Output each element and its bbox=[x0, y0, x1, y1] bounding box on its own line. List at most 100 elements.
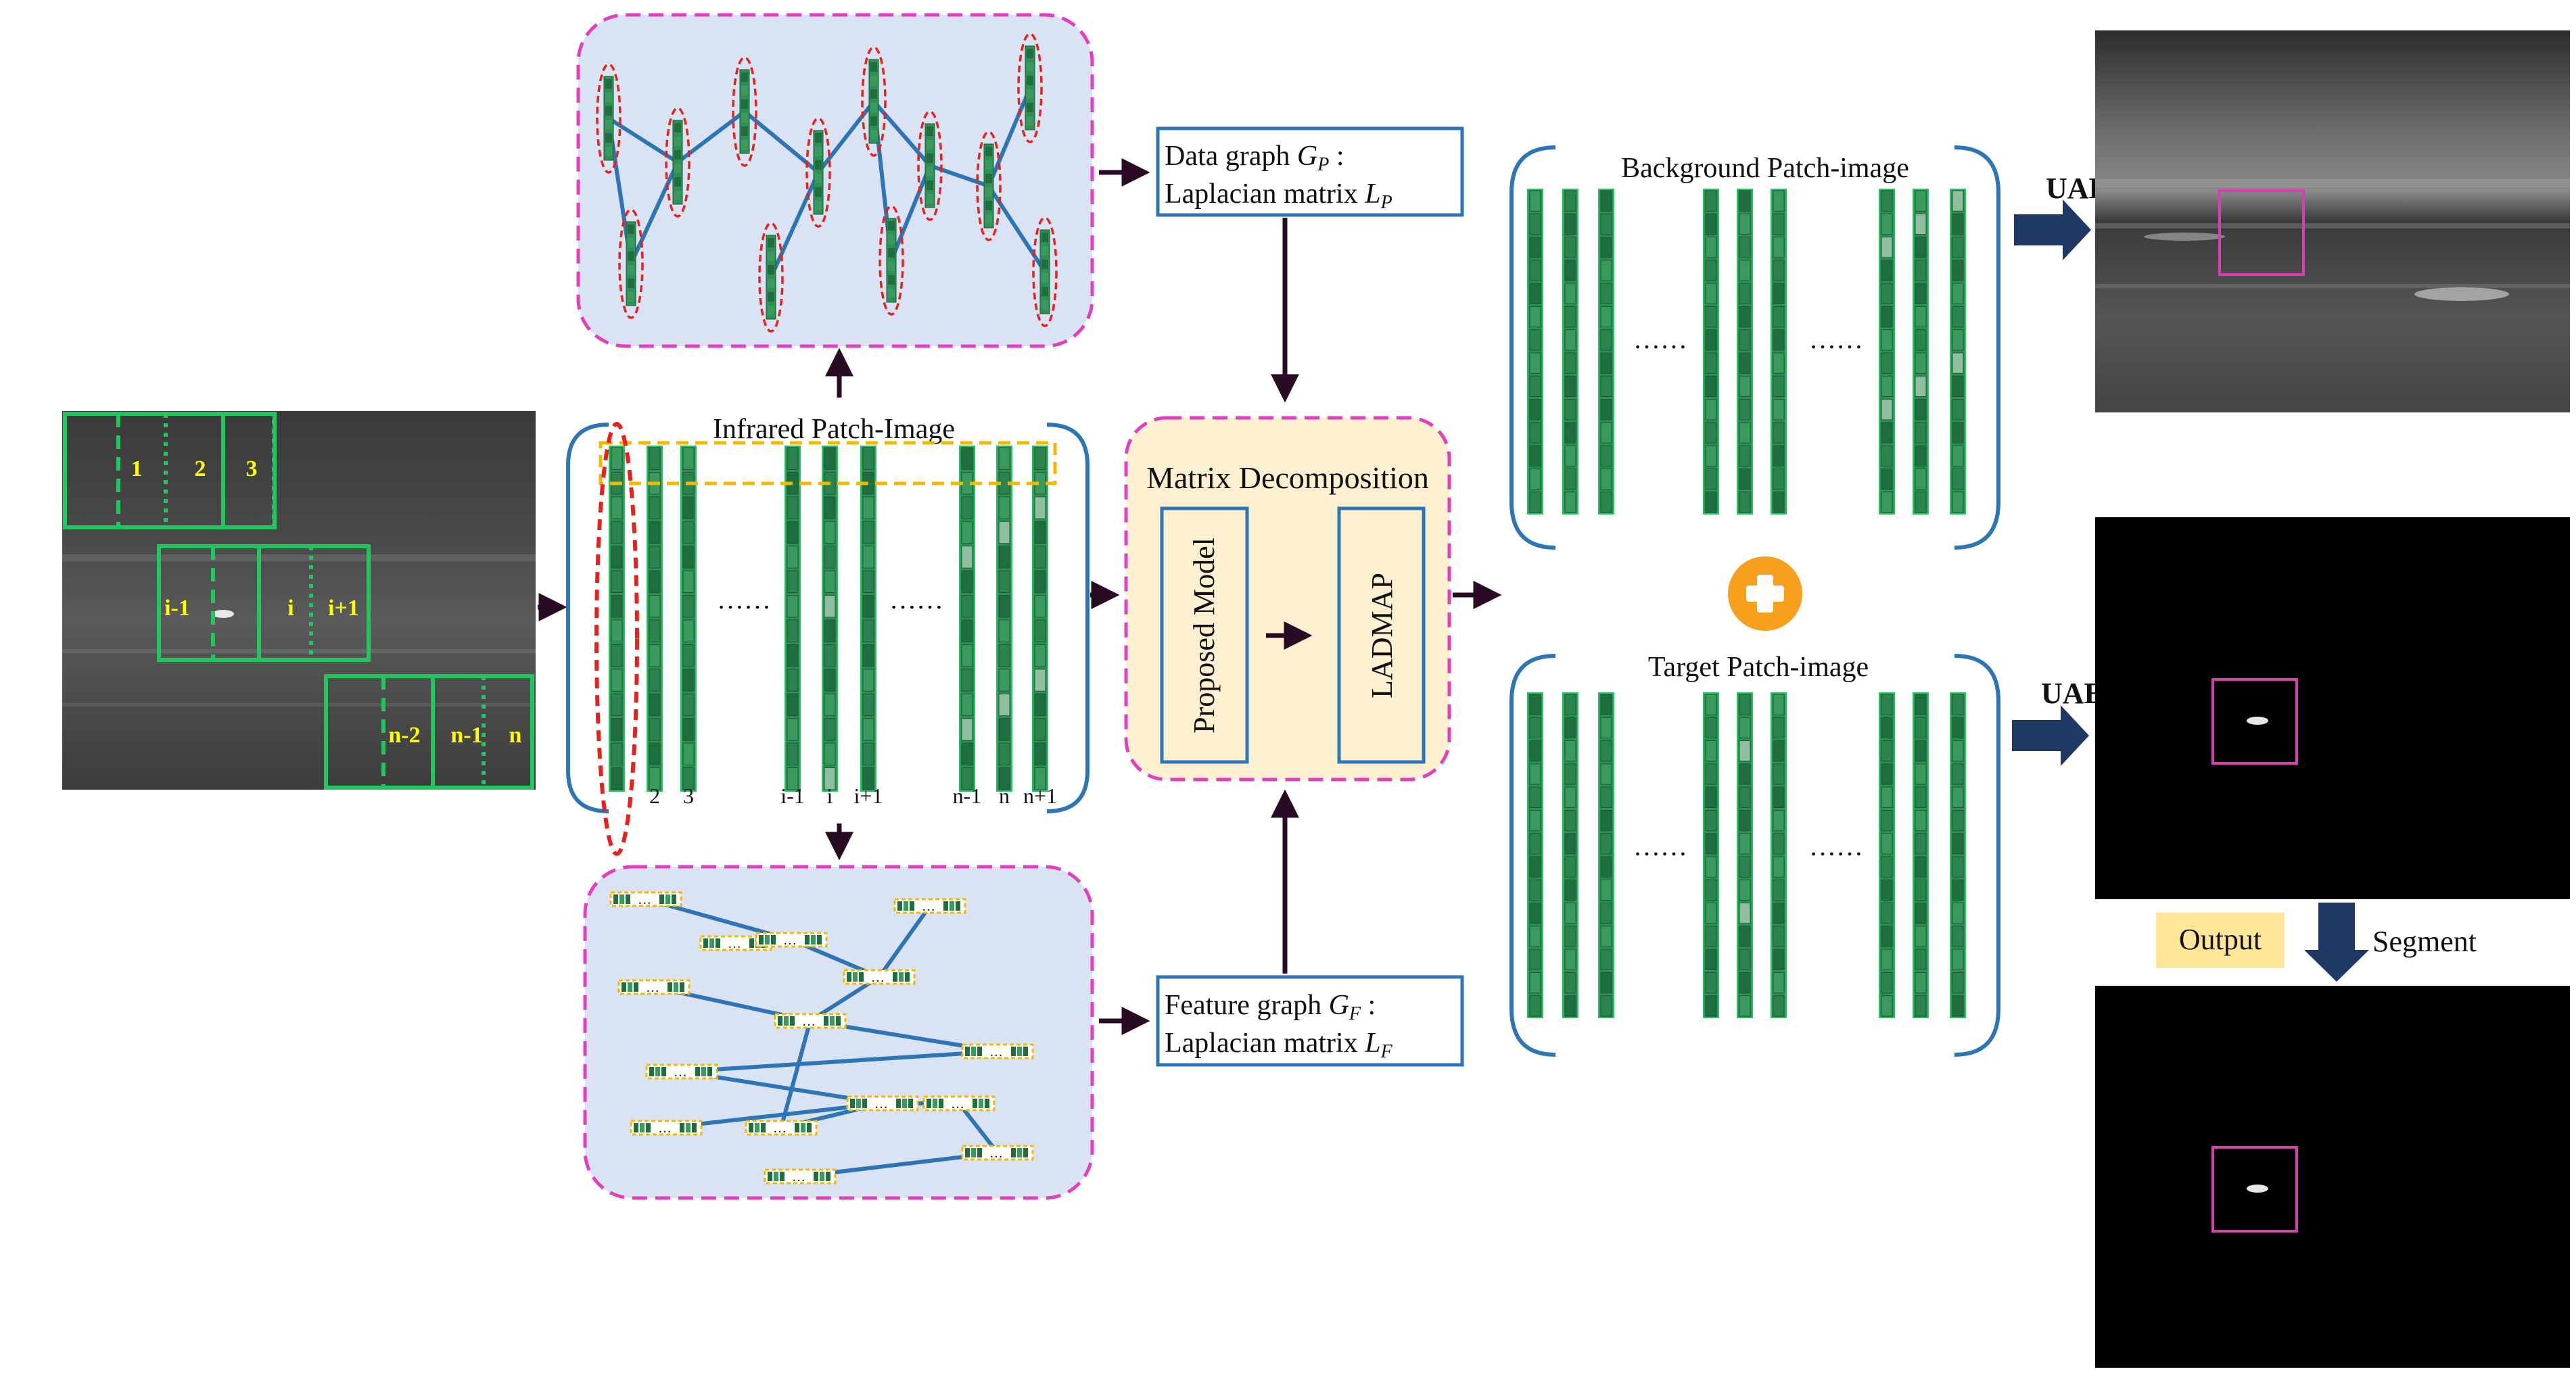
background-patch-column bbox=[1771, 189, 1787, 515]
data-graph-line2: Laplacian matrix LP bbox=[1165, 178, 1392, 213]
infrared-patch-column bbox=[822, 446, 838, 792]
data-graph-node bbox=[976, 130, 1002, 241]
grid-label-n: n bbox=[509, 723, 522, 748]
data-graph-node bbox=[758, 222, 784, 333]
data-graph-nodes bbox=[596, 32, 1058, 333]
horizon-band bbox=[62, 554, 536, 561]
column-highlight-ellipse bbox=[594, 422, 639, 856]
target-patch-column bbox=[1771, 692, 1787, 1018]
background-texture-1 bbox=[2095, 223, 2570, 229]
segment-label: Segment bbox=[2372, 925, 2477, 958]
feature-node-ellipsis: … bbox=[922, 899, 935, 914]
grid-label-1: 1 bbox=[131, 456, 143, 481]
feature-node-ellipsis: … bbox=[638, 892, 651, 907]
infrared-panel-title: Infrared Patch-Image bbox=[713, 414, 955, 445]
background-ellipsis-left: …… bbox=[1633, 324, 1687, 354]
feature-graph-node: … bbox=[755, 932, 828, 948]
feature-node-ellipsis: … bbox=[802, 1014, 816, 1029]
target-result-image bbox=[2095, 517, 2570, 899]
background-patch-columns bbox=[1527, 189, 1966, 515]
data-graph-edge bbox=[929, 164, 989, 188]
proposed-model-box bbox=[1160, 506, 1249, 764]
ellipsis-right: …… bbox=[889, 584, 943, 615]
target-patch-column bbox=[1703, 692, 1719, 1018]
feature-node-ellipsis: … bbox=[874, 1097, 888, 1112]
target-patch-column bbox=[1527, 692, 1543, 1018]
target-ellipsis-left: …… bbox=[1633, 831, 1687, 861]
data-graph-edge bbox=[987, 87, 1032, 187]
col-label-n-plus-1: n+1 bbox=[1023, 784, 1057, 808]
data-graph-node bbox=[917, 110, 943, 221]
target-right-bracket bbox=[1954, 654, 2000, 1057]
segmented-spot bbox=[2247, 1185, 2268, 1193]
grid-label-n-minus-1: n-1 bbox=[450, 723, 482, 748]
feature-graph-edge bbox=[957, 1102, 1000, 1154]
target-panel-title: Target Patch-image bbox=[1648, 652, 1869, 683]
data-graph-panel bbox=[576, 13, 1094, 348]
background-patch-column bbox=[1562, 189, 1578, 515]
patch-grid bbox=[63, 412, 534, 790]
feature-node-ellipsis: … bbox=[773, 1121, 787, 1136]
data-graph-node bbox=[879, 205, 904, 316]
ellipsis-left: …… bbox=[717, 584, 771, 615]
proposed-model-label: Proposed Model bbox=[1188, 537, 1221, 734]
background-result-fill bbox=[2095, 30, 2570, 412]
feature-graph-edge bbox=[877, 905, 932, 978]
background-streak-left bbox=[2144, 233, 2225, 241]
ladmap-label: LADMAP bbox=[1365, 573, 1399, 698]
infrared-patch-column bbox=[647, 446, 663, 792]
right-bracket bbox=[1046, 423, 1090, 813]
feature-graph-node: … bbox=[745, 1120, 818, 1136]
texture-band-2 bbox=[62, 703, 536, 707]
infrared-patch-columns bbox=[609, 446, 1048, 792]
data-graph-edge bbox=[816, 100, 876, 174]
feature-node-ellipsis: … bbox=[951, 1097, 964, 1112]
feature-graph-edge bbox=[681, 1049, 998, 1074]
left-bracket bbox=[566, 423, 609, 813]
background-result-image bbox=[2095, 30, 2570, 412]
patch-block-row3 bbox=[324, 674, 534, 790]
segmented-roi-box bbox=[2211, 1146, 2298, 1233]
target-patch-image-panel: Target Patch-image …… …… bbox=[1509, 652, 2000, 1057]
background-patch-image-panel: Background Patch-image …… …… bbox=[1509, 145, 2000, 550]
target-left-bracket bbox=[1509, 654, 1556, 1057]
feature-node-ellipsis: … bbox=[989, 1146, 1003, 1161]
feature-graph-node: … bbox=[774, 1013, 847, 1029]
target-roi-box bbox=[2211, 678, 2298, 765]
background-ellipsis-right: …… bbox=[1809, 324, 1863, 354]
target-result-fill bbox=[2095, 517, 2570, 899]
feature-graph-nodes: ……………………………………… bbox=[609, 891, 1034, 1185]
feature-graph-box-frame bbox=[1156, 975, 1464, 1067]
feature-graph-node: … bbox=[764, 1168, 837, 1185]
background-right-bracket bbox=[1954, 145, 2000, 550]
feature-node-ellipsis: … bbox=[792, 1170, 805, 1185]
data-graph-node bbox=[618, 208, 644, 319]
feature-graph-node: … bbox=[961, 1145, 1034, 1161]
feature-graph-node: … bbox=[645, 1064, 718, 1080]
infrared-patch-column bbox=[1032, 446, 1048, 792]
feature-node-ellipsis: … bbox=[658, 1121, 672, 1136]
matrix-decomposition-panel: Matrix Decomposition Proposed Model LADM… bbox=[1124, 416, 1451, 782]
target-patch-columns bbox=[1527, 692, 1966, 1018]
target-patch-column bbox=[1562, 692, 1578, 1018]
target-patch-column bbox=[1737, 692, 1753, 1018]
segmented-result-fill bbox=[2095, 986, 2570, 1368]
infrared-patch-column bbox=[784, 446, 801, 792]
patch-grid-labels: 1 2 3 i-1 i i+1 n-2 n-1 n bbox=[131, 456, 522, 748]
feature-graph-line2: Laplacian matrix LF bbox=[1165, 1028, 1393, 1062]
row-highlight-box bbox=[599, 441, 1057, 485]
data-graph-node bbox=[861, 46, 887, 157]
feature-node-ellipsis: … bbox=[783, 933, 797, 948]
data-graph-node bbox=[1032, 216, 1058, 327]
infrared-patch-column bbox=[860, 446, 876, 792]
feature-graph-line1: Feature graph GF : bbox=[1165, 990, 1376, 1024]
output-label: Output bbox=[2179, 923, 2262, 956]
uae-bottom-arrow-icon bbox=[2012, 705, 2089, 766]
feature-graph-node: … bbox=[922, 1095, 996, 1112]
feature-graph-node: … bbox=[843, 969, 916, 985]
background-patch-column bbox=[1598, 189, 1614, 515]
background-patch-column bbox=[1950, 189, 1966, 515]
target-spot bbox=[2247, 717, 2268, 725]
background-panel-title: Background Patch-image bbox=[1621, 153, 1909, 184]
data-graph-box: Data graph GP : Laplacian matrix LP bbox=[1156, 126, 1464, 217]
